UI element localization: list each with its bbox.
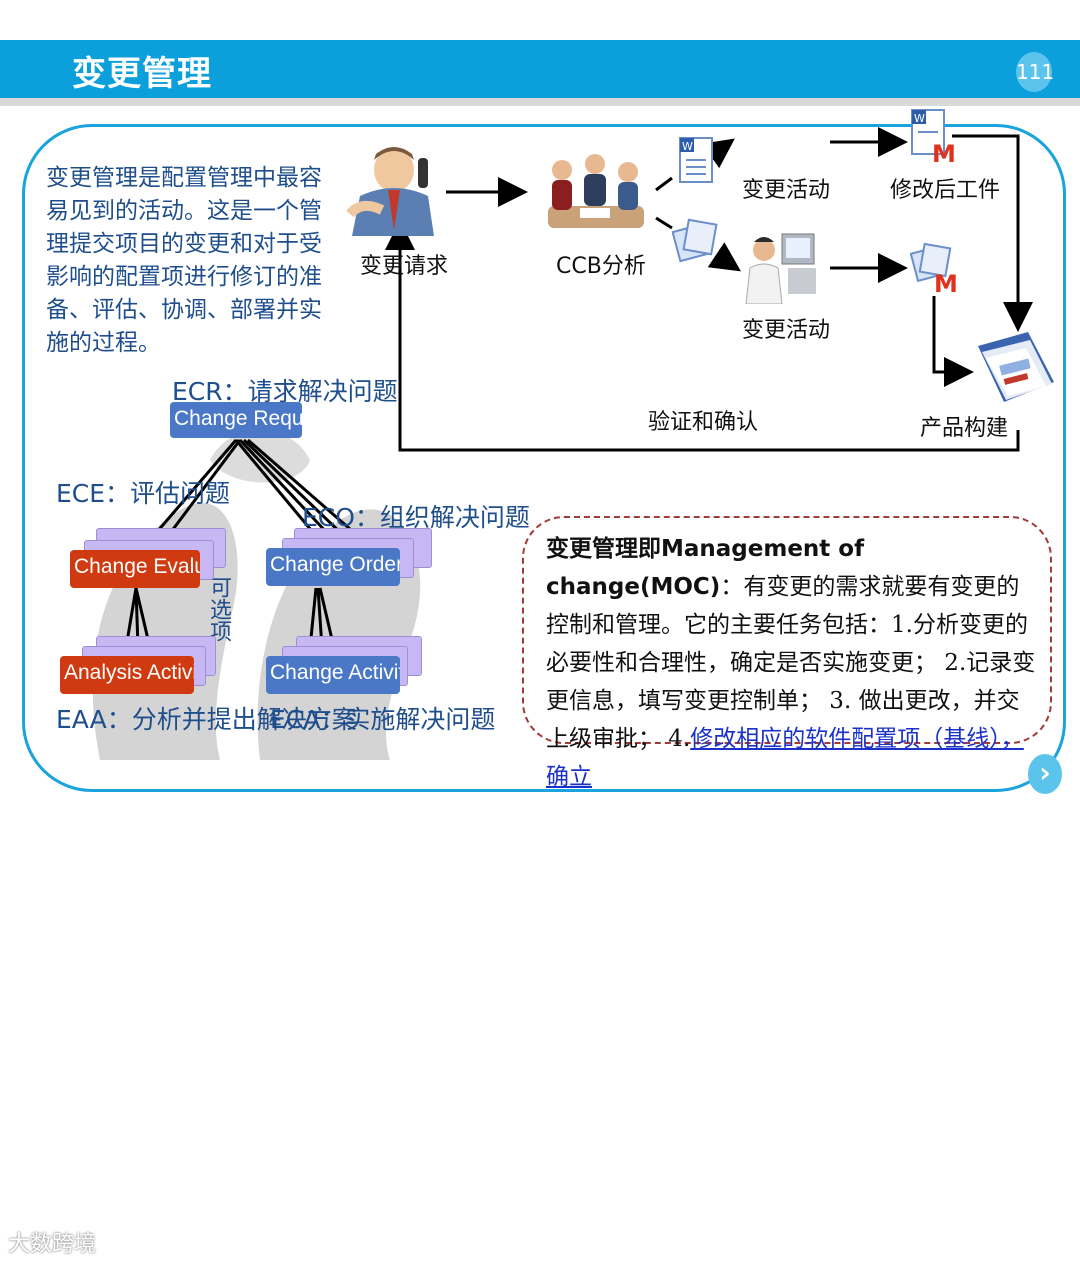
svg-text:W: W xyxy=(914,112,925,125)
change-activity-bottom-label: 变更活动 xyxy=(742,318,831,343)
change-order-node: Change Order xyxy=(266,548,400,586)
modified-documents-icon: M xyxy=(910,242,958,294)
intro-paragraph: 变更管理是配置管理中最容易见到的活动。这是一个管理提交项目的变更和对于受影响的配… xyxy=(46,165,322,356)
change-evaluation-node: Change Evaluation xyxy=(70,550,200,588)
svg-text:M: M xyxy=(934,270,958,294)
moc-body: ：有变更的需求就要有变更的控制和管理。它的主要任务包括：1.分析变更的必要性和合… xyxy=(546,574,1036,752)
analysis-activity-node: Analysis Activity xyxy=(60,656,194,694)
next-slide-button[interactable]: › xyxy=(1028,754,1062,794)
documents-stack-icon xyxy=(672,218,718,263)
flow-connectors xyxy=(385,127,1033,452)
moc-callout-box xyxy=(522,516,1052,744)
moc-description: 变更管理即Management of change(MOC)：有变更的需求就要有… xyxy=(546,530,1036,796)
moc-heading: 变更管理即Management of change(MOC) xyxy=(546,536,865,600)
ecr-label: ECR：请求解决问题 xyxy=(172,377,398,406)
modified-document-icon: W M xyxy=(911,109,956,164)
title-bar-shadow xyxy=(0,98,1080,106)
change-request-label: 变更请求 xyxy=(360,254,449,279)
phone-person-icon xyxy=(346,147,434,236)
optional-label: 可选项 xyxy=(206,576,231,642)
page-number: 111 xyxy=(1016,52,1054,92)
moc-link[interactable]: 修改相应的软件配置项（基线），确立 xyxy=(546,726,1024,790)
ccb-analysis-label: CCB分析 xyxy=(556,254,646,279)
change-request-node: Change Request xyxy=(170,402,302,438)
change-activity-node: Change Activity xyxy=(266,656,400,694)
ece-label: ECE：评估问题 xyxy=(56,479,231,508)
svg-text:M: M xyxy=(932,140,956,164)
change-activity-top-label: 变更活动 xyxy=(742,178,831,203)
product-build-icon xyxy=(978,332,1054,402)
watermark-text: 大数跨境 xyxy=(8,1232,97,1257)
verify-confirm-label: 验证和确认 xyxy=(648,410,759,435)
title-bar xyxy=(0,40,1080,98)
eaa-label: EAA：分析并提出解决方案 xyxy=(56,705,357,734)
eca-label: ECA：实施解决问题 xyxy=(270,705,496,734)
slide-title: 变更管理 xyxy=(72,54,212,94)
svg-text:W: W xyxy=(682,140,693,153)
eco-label: ECO：组织解决问题 xyxy=(302,503,530,532)
word-document-icon: W xyxy=(679,137,713,183)
content-frame xyxy=(22,124,1066,792)
computer-worker-icon xyxy=(745,233,816,304)
modified-artifact-label: 修改后工件 xyxy=(890,178,1001,203)
ccb-meeting-icon xyxy=(548,154,644,228)
product-build-label: 产品构建 xyxy=(920,416,1009,441)
